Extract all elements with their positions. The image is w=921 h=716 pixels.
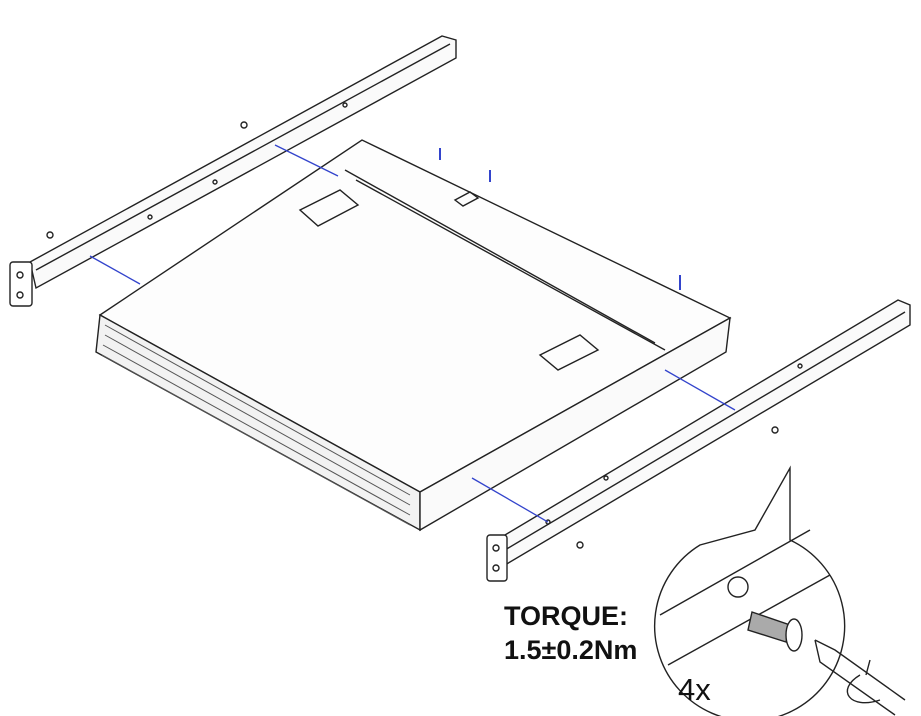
screw-icon	[46, 121, 779, 549]
screw-quantity: 4x	[678, 672, 711, 707]
screwdriver-icon	[814, 639, 906, 716]
rotate-arrow-icon	[846, 659, 881, 704]
torque-label: TORQUE:	[504, 601, 629, 631]
left-rail	[9, 35, 457, 307]
alignment-guides	[89, 144, 736, 523]
torque-value: 1.5±0.2Nm	[504, 635, 638, 665]
torque-specification: TORQUE: 1.5±0.2Nm	[504, 599, 637, 667]
detail-callout	[653, 465, 906, 716]
switch-chassis	[95, 139, 732, 532]
screw-icon	[747, 611, 803, 652]
right-rail	[486, 299, 911, 582]
